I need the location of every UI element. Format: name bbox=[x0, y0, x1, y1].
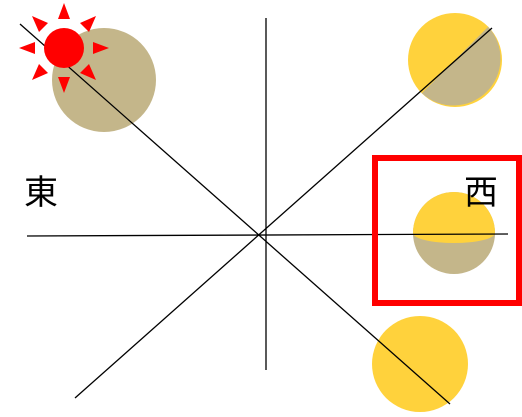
moon-bottom-right-disc bbox=[372, 316, 468, 412]
west-label: 西 bbox=[464, 173, 498, 213]
sun-disc bbox=[44, 28, 84, 68]
horizontal-line bbox=[26, 233, 509, 237]
moon-bottom-right bbox=[372, 316, 468, 412]
moon-middle-right-lit bbox=[413, 192, 495, 233]
sun-ray bbox=[80, 16, 96, 32]
diagonal-line-descending bbox=[19, 23, 451, 405]
sun-ray bbox=[58, 77, 70, 93]
highlight-box bbox=[372, 155, 522, 306]
sun-ray bbox=[58, 3, 70, 19]
sun-ray bbox=[80, 64, 96, 80]
sun-icon bbox=[19, 3, 109, 93]
moon-middle-right-lit-edge bbox=[413, 233, 495, 243]
sun-ray bbox=[32, 64, 48, 80]
diagonal-line-ascending bbox=[74, 27, 493, 399]
axis-lines bbox=[19, 18, 509, 405]
sun-ray bbox=[93, 42, 109, 54]
moon-top-right-shadow bbox=[421, 26, 501, 106]
sun-ray bbox=[19, 42, 35, 54]
moon-middle-right bbox=[413, 192, 495, 274]
sun-ray bbox=[32, 16, 48, 32]
east-label: 東 bbox=[24, 173, 58, 213]
